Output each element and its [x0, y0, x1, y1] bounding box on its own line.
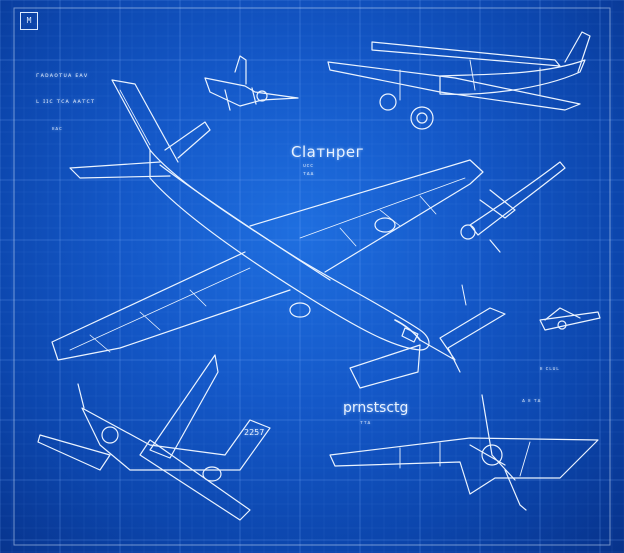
right-mid-label: ᴇ ᴄʟᴜʟ: [540, 366, 560, 372]
frame-border: [13, 7, 611, 546]
spec-a-line3: ᴇᴀᴄ: [52, 126, 63, 132]
fighter-jet-icon: [204, 55, 299, 111]
spec-a-line2: ʟ ɪɪᴄ ᴛᴄᴀ ᴀᴀᴛᴄᴛ: [36, 98, 96, 105]
delta-wing-icon: [539, 307, 601, 331]
title-sub2: ᴛᴀᴀ: [303, 171, 315, 177]
secondary-title: prnstsctg: [343, 400, 409, 416]
title-sub1: ᴜᴄᴄ: [303, 163, 314, 169]
main-title: Clатнрег: [291, 143, 365, 161]
biplane-icon: [327, 31, 591, 130]
twin-prop-icon: [460, 161, 566, 253]
airliner-icon: [51, 79, 506, 389]
helicopter-icon: [329, 394, 599, 511]
bottom-mid-label: ᴛᴛᴀ: [360, 420, 372, 426]
right-code-label: ᴀ ᴇ ᴛᴀ: [522, 398, 542, 404]
twin-engine-plane-icon: [37, 354, 271, 521]
corner-mark: M: [20, 12, 38, 30]
spec-a-line1: ᴦᴀᴅᴀᴏᴛᴜᴀ ᴇᴀᴠ: [36, 72, 89, 79]
drawing-number: 2257: [244, 428, 265, 437]
